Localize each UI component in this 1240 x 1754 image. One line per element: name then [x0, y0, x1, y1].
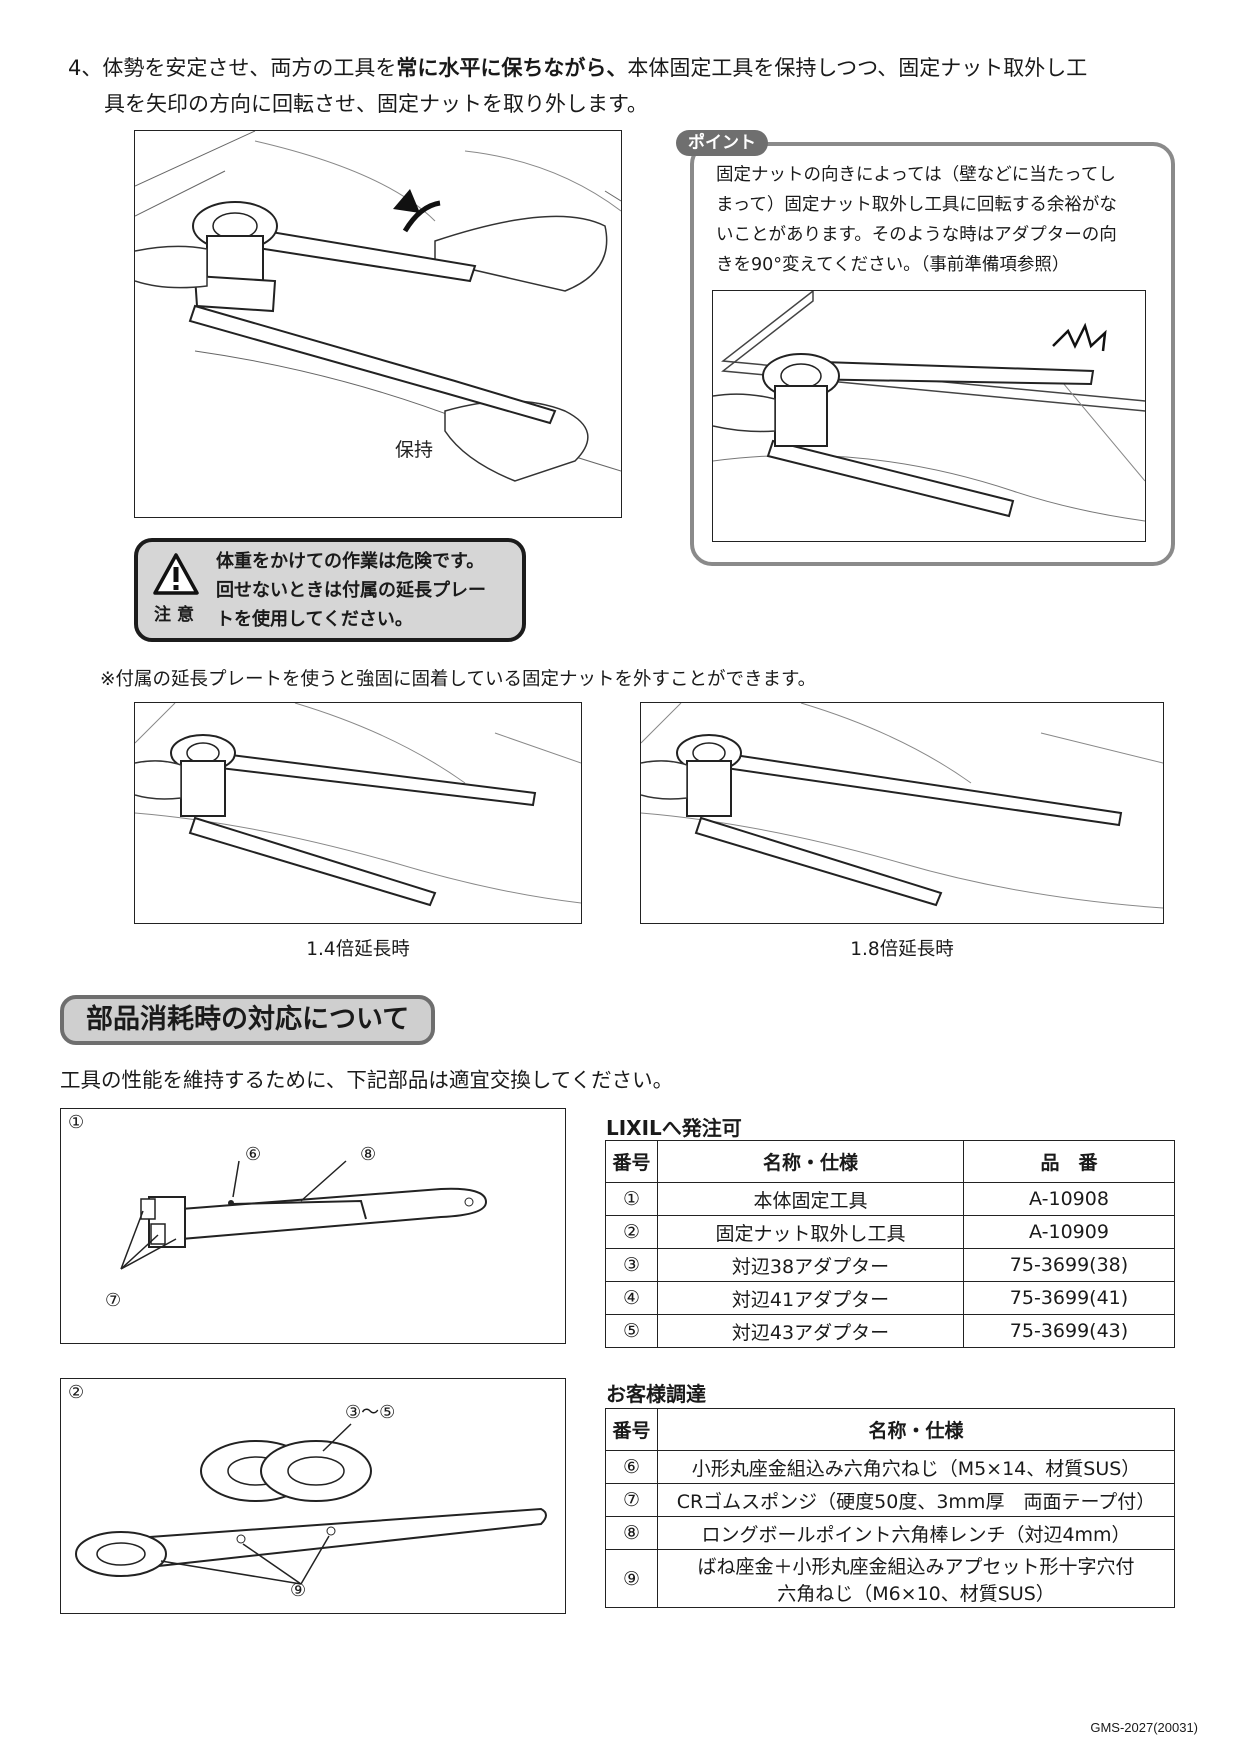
cell-name: 本体固定工具: [657, 1182, 964, 1216]
table-row: ⑧ ロングボールポイント六角棒レンチ（対辺4mm）: [605, 1516, 1175, 1550]
cell-number: ④: [605, 1281, 658, 1315]
cell-part-no: A-10909: [963, 1215, 1175, 1249]
step-text-bold: 常に水平に保ちながら、: [396, 56, 628, 80]
step-4-text: 4、体勢を安定させ、両方の工具を常に水平に保ちながら、本体固定工具を保持しつつ、…: [68, 50, 1198, 122]
cell-part-no: A-10908: [963, 1182, 1175, 1216]
warning-triangle-icon: [153, 553, 199, 595]
caution-box: [134, 538, 526, 642]
caution-line: 体重をかけての作業は危険です。: [216, 551, 485, 572]
callout-8: ⑧: [360, 1144, 377, 1165]
col-header-part-no: 品 番: [963, 1140, 1175, 1183]
cell-number: ⑥: [605, 1450, 658, 1484]
cell-number: ⑦: [605, 1483, 658, 1517]
caution-label: 注意: [154, 605, 200, 625]
caption-14: 1.4倍延長時: [306, 939, 410, 960]
main-illustration: 保持: [134, 130, 622, 518]
point-line: まって）固定ナット取外し工具に回転する余裕がな: [716, 195, 1117, 215]
cell-name: 固定ナット取外し工具: [657, 1215, 964, 1249]
col-header-name: 名称・仕様: [657, 1408, 1175, 1451]
table-row: ③ 対辺38アダプター 75-3699(38): [605, 1248, 1175, 1282]
point-line: いことがあります。そのような時はアダプターの向: [716, 225, 1117, 245]
col-header-name: 名称・仕様: [657, 1140, 964, 1183]
caution-text: 体重をかけての作業は危険です。 回せないときは付属の延長プレー トを使用してくだ…: [216, 547, 526, 634]
customer-parts-table: 番号 名称・仕様 ⑥ 小形丸座金組込み六角穴ねじ（M5×14、材質SUS） ⑦ …: [605, 1408, 1175, 1608]
nut-removal-tool-drawing: [75, 1423, 547, 1585]
cell-name-line1: ばね座金＋小形丸座金組込みアプセット形十字穴付: [697, 1555, 1135, 1578]
point-text: 固定ナットの向きによっては（壁などに当たってし まって）固定ナット取外し工具に回…: [716, 160, 1156, 280]
caution-line: 回せないときは付属の延長プレー: [216, 580, 486, 601]
col-header-number: 番号: [605, 1408, 658, 1451]
col-header-number: 番号: [605, 1140, 658, 1183]
table-row: ② 固定ナット取外し工具 A-10909: [605, 1215, 1175, 1249]
diagram-1: [60, 1108, 566, 1344]
point-line: きを90°変えてください。（事前準備項参照）: [716, 255, 1070, 275]
extension-plate-note: ※付属の延長プレートを使うと強固に固着している固定ナットを外すことができます。: [100, 669, 817, 690]
extension-18-illustration: [640, 702, 1164, 924]
customer-table-title: お客様調達: [606, 1382, 706, 1406]
lixil-parts-table: 番号 名称・仕様 品 番 ① 本体固定工具 A-10908 ② 固定ナット取外し…: [605, 1140, 1175, 1348]
cell-part-no: 75-3699(43): [963, 1314, 1175, 1348]
table-row: ⑦ CRゴムスポンジ（硬度50度、3mm厚 両面テープ付）: [605, 1483, 1175, 1517]
table-row: ④ 対辺41アダプター 75-3699(41): [605, 1281, 1175, 1315]
cell-number: ⑧: [605, 1516, 658, 1550]
caution-line: トを使用してください。: [216, 609, 413, 630]
table-row: ⑤ 対辺43アダプター 75-3699(43): [605, 1314, 1175, 1348]
step-text-part2: 本体固定工具を保持しつつ、固定ナット取外し工: [627, 56, 1088, 80]
body-fixing-tool-drawing: [120, 1160, 488, 1270]
caption-18: 1.8倍延長時: [850, 939, 954, 960]
cell-name-line2: 六角ねじ（M6×10、材質SUS）: [777, 1582, 1055, 1605]
table-header-row: 番号 名称・仕様 品 番: [605, 1140, 1175, 1183]
callout-7: ⑦: [105, 1290, 122, 1311]
step-text-part1: 体勢を安定させ、両方の工具を: [102, 56, 397, 80]
callout-9: ⑨: [290, 1580, 307, 1601]
diagram-2-number: ②: [68, 1382, 85, 1403]
cell-name: ロングボールポイント六角棒レンチ（対辺4mm）: [657, 1516, 1175, 1550]
cell-name: ばね座金＋小形丸座金組込みアプセット形十字穴付 六角ねじ（M6×10、材質SUS…: [657, 1549, 1175, 1608]
extension-14-illustration: [134, 702, 582, 924]
point-tag: ポイント: [676, 130, 768, 156]
tool-rotation-drawing: 保持: [135, 131, 621, 482]
cell-number: ③: [605, 1248, 658, 1282]
lixil-table-title: LIXILへ発注可: [606, 1116, 742, 1140]
step-text-line2: 具を矢印の方向に回転させ、固定ナットを取り外します。: [104, 92, 648, 116]
cell-number: ⑤: [605, 1314, 658, 1348]
cell-number: ⑨: [605, 1549, 658, 1608]
cell-name: 小形丸座金組込み六角穴ねじ（M5×14、材質SUS）: [657, 1450, 1175, 1484]
cell-number: ①: [605, 1182, 658, 1216]
callout-3-5: ③〜⑤: [345, 1402, 396, 1423]
cell-part-no: 75-3699(41): [963, 1281, 1175, 1315]
document-code: GMS-2027(20031): [1090, 1720, 1198, 1735]
table-row: ⑥ 小形丸座金組込み六角穴ねじ（M5×14、材質SUS）: [605, 1450, 1175, 1484]
diagram-2: [60, 1378, 566, 1614]
cell-name: 対辺43アダプター: [657, 1314, 964, 1348]
extension-14-drawing: [135, 703, 581, 907]
cell-name: CRゴムスポンジ（硬度50度、3mm厚 両面テープ付）: [657, 1483, 1175, 1517]
step-number: 4、: [68, 56, 103, 80]
cell-number: ②: [605, 1215, 658, 1249]
hold-label: 保持: [395, 439, 433, 461]
cell-name: 対辺38アダプター: [657, 1248, 964, 1282]
table-row: ① 本体固定工具 A-10908: [605, 1182, 1175, 1216]
point-illustration: [712, 290, 1146, 542]
cell-name: 対辺41アダプター: [657, 1281, 964, 1315]
section-title: 部品消耗時の対応について: [60, 995, 436, 1045]
diagram-1-number: ①: [68, 1112, 85, 1133]
table-header-row: 番号 名称・仕様: [605, 1408, 1175, 1451]
table-row: ⑨ ばね座金＋小形丸座金組込みアプセット形十字穴付 六角ねじ（M6×10、材質S…: [605, 1549, 1175, 1608]
extension-18-drawing: [641, 703, 1163, 909]
wall-obstruction-drawing: [713, 291, 1145, 522]
impact-mark-icon: [1052, 322, 1107, 352]
section-intro: 工具の性能を維持するために、下記部品は適宜交換してください。: [60, 1068, 674, 1092]
callout-6: ⑥: [245, 1144, 262, 1165]
point-line: 固定ナットの向きによっては（壁などに当たってし: [716, 165, 1116, 185]
cell-part-no: 75-3699(38): [963, 1248, 1175, 1282]
